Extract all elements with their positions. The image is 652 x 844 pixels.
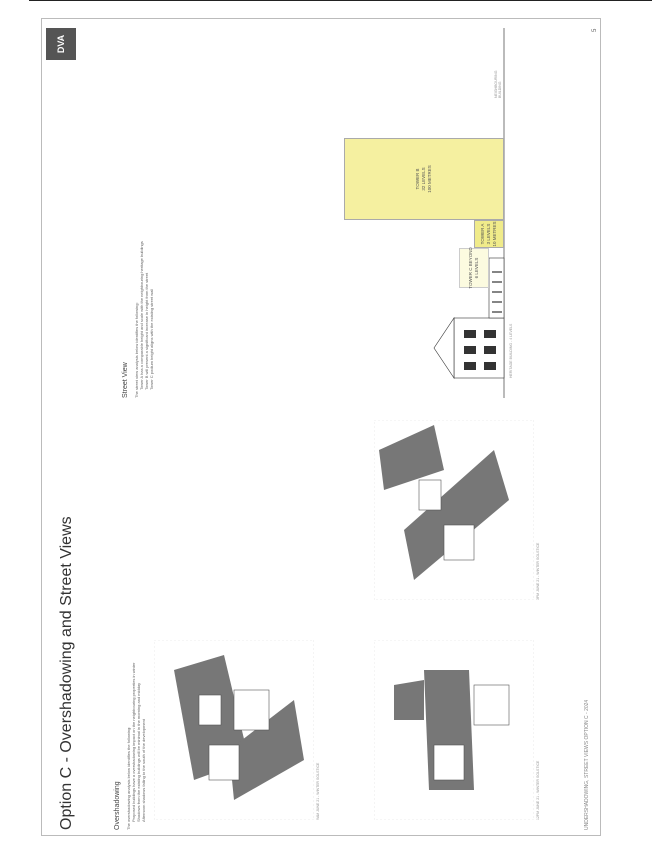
shadow-diagram-3pm: 3PM JUNE 21 - WINTER SOLSTICE (373, 419, 540, 601)
footer-note: UNDERSHADOWING, STREET VIEWS OPTION C - … (584, 699, 590, 830)
rotated-sheet: Option C - Overshadowing and Street View… (44, 20, 598, 830)
overshadowing-text: The overshadowing analysis below identif… (126, 663, 146, 830)
shadow-diagram-3pm-svg (373, 419, 535, 601)
street-elevation: TOWER C BEYOND 6 LEVELS TOWER A 3 LEVELS… (294, 28, 594, 398)
page-frame (41, 18, 601, 836)
shadow-area (394, 680, 424, 720)
shadow-diagram-9am-svg (153, 639, 315, 821)
street-view-heading: Street View (122, 362, 129, 398)
street-view-line: Tower C podium height aligns with the ex… (149, 288, 154, 390)
shadow-area (229, 700, 304, 800)
shadow-diagram-12pm-svg (373, 639, 535, 821)
neighbour-caption: NEIGHBOURING BUILDING (494, 70, 502, 98)
building-footprint (418, 479, 442, 511)
diagram-caption: 9AM JUNE 21 - WINTER SOLSTICE (316, 762, 320, 820)
building-footprint (473, 684, 510, 726)
tower-b-label: TOWER B 32 LEVELS 100 METRES (415, 165, 432, 193)
shadow-area (404, 450, 509, 580)
shadow-diagram-12pm: 12PM JUNE 21 - WINTER SOLSTICE (373, 639, 540, 821)
building-footprint (433, 744, 465, 781)
overshadowing-heading: Overshadowing (114, 781, 121, 830)
overshadowing-line: Afternoon shadows falling to the south o… (141, 719, 146, 822)
building-footprint (443, 524, 475, 561)
street-view-text: The street view analysis below identifie… (134, 241, 154, 398)
building-footprint (233, 689, 270, 731)
heritage-caption: HERITAGE BUILDING - 4 LEVELS (509, 323, 513, 378)
heritage-building (433, 257, 505, 379)
page-title: Option C - Overshadowing and Street View… (58, 516, 75, 830)
shadow-area (379, 425, 444, 490)
logo: DVA (46, 28, 76, 60)
diagram-caption: 12PM JUNE 21 - WINTER SOLSTICE (536, 760, 540, 820)
street-elevation-svg (433, 28, 505, 398)
tower-c-label: TOWER C BEYOND 6 LEVELS (468, 247, 479, 289)
tower-a-label: TOWER A 3 LEVELS 10 METRES (480, 221, 497, 247)
building-footprint (208, 744, 240, 781)
shadow-diagram-9am: 9AM JUNE 21 - WINTER SOLSTICE (153, 639, 320, 821)
tower-c-bar: TOWER C BEYOND 6 LEVELS (459, 247, 489, 289)
tower-b-bar: TOWER B 32 LEVELS 100 METRES (344, 138, 504, 220)
top-rule (29, 0, 652, 1)
building-footprint (198, 694, 222, 726)
diagram-caption: 3PM JUNE 21 - WINTER SOLSTICE (536, 542, 540, 600)
tower-a-bar: TOWER A 3 LEVELS 10 METRES (474, 220, 504, 248)
